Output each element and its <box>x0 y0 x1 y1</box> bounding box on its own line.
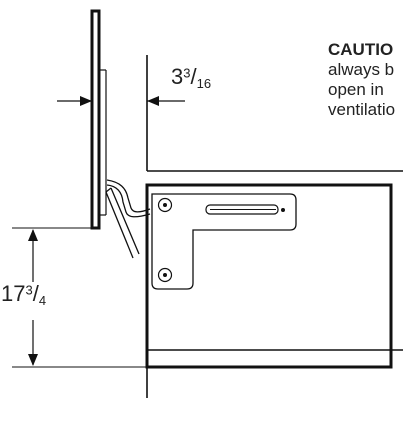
caution-line: open in <box>328 80 384 99</box>
gap-denominator: 16 <box>196 76 212 92</box>
cabinet-upper-wall <box>146 55 403 172</box>
caution-line: always b <box>328 60 395 79</box>
gap-dimension-arrows <box>57 96 185 106</box>
height-dimension-arrows <box>12 227 147 368</box>
gap-fraction-slash: / <box>190 64 197 89</box>
hinge-arm <box>105 179 151 259</box>
height-dimension-label: 173/4 <box>1 281 46 308</box>
caution-heading: CAUTIO <box>328 40 394 59</box>
bracket-slot <box>205 204 285 215</box>
height-denominator: 4 <box>38 293 47 309</box>
bracket-screw-bottom <box>157 267 173 283</box>
gap-numerator: 3 <box>183 65 191 81</box>
caution-note: CAUTIO always b open in ventilatio <box>328 40 403 120</box>
bracket-screw-top <box>157 197 173 213</box>
cabinet-opening <box>145 183 393 369</box>
gap-dimension-label: 33/16 <box>171 64 211 91</box>
height-fraction-slash: / <box>32 281 39 306</box>
door-panel <box>90 9 107 230</box>
height-whole: 17 <box>1 281 26 306</box>
gap-whole: 3 <box>171 64 184 89</box>
caution-line: ventilatio <box>328 100 396 119</box>
mounting-bracket <box>151 193 297 290</box>
cabinet-lower-wall <box>146 349 403 398</box>
height-numerator: 3 <box>25 282 33 298</box>
